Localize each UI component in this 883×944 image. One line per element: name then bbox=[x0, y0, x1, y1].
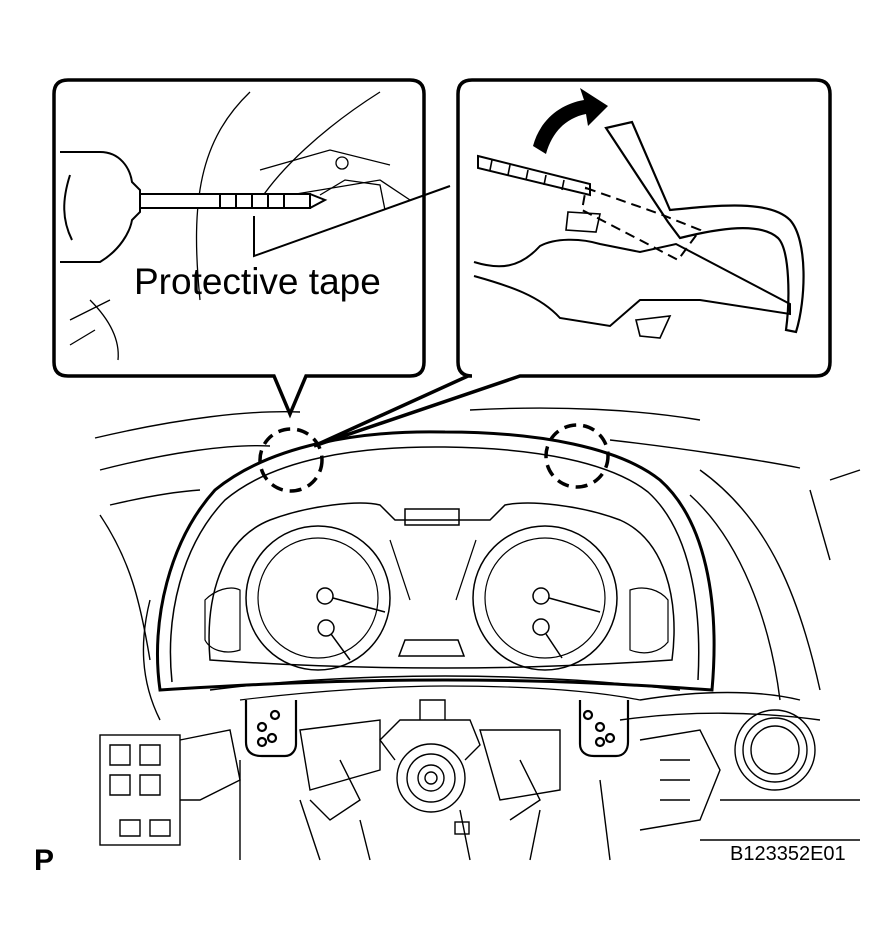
left-bracket bbox=[244, 700, 298, 758]
right-gauge-needle bbox=[548, 597, 601, 613]
rotate-arrow-icon bbox=[533, 88, 608, 154]
screwdriver-icon bbox=[60, 151, 328, 263]
left-gauge-needle bbox=[332, 597, 386, 613]
callout-left: Protective tape bbox=[52, 78, 451, 419]
mounting-brackets bbox=[244, 700, 630, 758]
right-bracket bbox=[578, 700, 630, 758]
cluster-bezel-outer bbox=[156, 430, 716, 692]
right-air-vent bbox=[734, 709, 816, 791]
corner-letter: P bbox=[34, 844, 54, 877]
left-side-panel bbox=[204, 587, 241, 653]
cluster-bezel-inner bbox=[169, 446, 700, 683]
callout-left-frame bbox=[52, 78, 426, 419]
clip-location-markers bbox=[258, 423, 610, 493]
figure-id: B123352E01 bbox=[730, 843, 846, 865]
callout-right bbox=[313, 78, 832, 448]
right-gauge-outer bbox=[472, 525, 618, 671]
right-side-panel bbox=[629, 587, 669, 654]
left-gauge-outer bbox=[245, 525, 391, 671]
under-dash-components bbox=[99, 699, 860, 861]
right-subgauge-hub bbox=[532, 618, 550, 636]
callout-right-frame bbox=[313, 78, 832, 448]
protective-tape-label: Protective tape bbox=[134, 261, 381, 302]
left-gauge-ring bbox=[257, 537, 379, 659]
center-indicator bbox=[397, 639, 466, 657]
top-display bbox=[404, 508, 460, 526]
clip-marker-right bbox=[544, 423, 610, 489]
cluster-face bbox=[208, 502, 675, 669]
left-subgauge-hub bbox=[317, 619, 335, 637]
callout-right-content bbox=[473, 88, 805, 339]
steering-column bbox=[396, 743, 466, 813]
fuse-block bbox=[99, 734, 181, 846]
right-gauge-hub bbox=[532, 587, 550, 605]
left-gauge-hub bbox=[316, 587, 334, 605]
dashboard-background bbox=[94, 407, 861, 721]
callout-left-content bbox=[60, 91, 451, 361]
instrument-cluster bbox=[156, 430, 716, 701]
right-gauge-ring bbox=[484, 537, 606, 659]
clip-marker-left bbox=[258, 427, 324, 493]
